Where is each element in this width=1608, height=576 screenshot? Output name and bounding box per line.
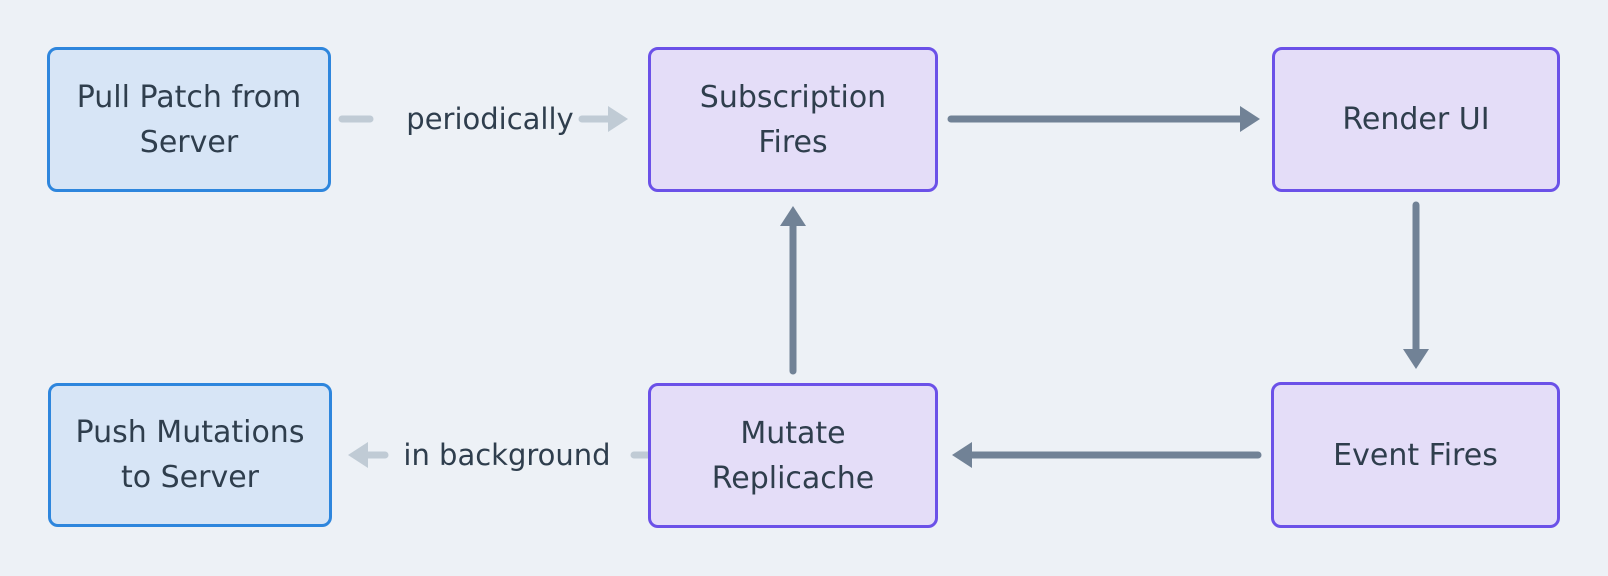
node-label: Mutate Replicache [711,415,875,496]
node-event-fires: Event Fires [1271,382,1560,528]
node-subscription-fires: Subscription Fires [648,47,938,192]
node-push-mutations-to-server: Push Mutations to Server [48,383,332,527]
node-label: Push Mutations to Server [75,415,305,495]
node-label: Render UI [1342,102,1490,137]
node-label: Pull Patch from Server [76,79,302,160]
node-label: Event Fires [1333,437,1498,473]
edge-label-periodically: periodically [406,102,574,136]
node-label: Subscription Fires [699,79,887,160]
node-pull-patch-from-server: Pull Patch from Server [47,47,331,192]
edge-label-in-background: in background [403,438,611,472]
node-render-ui: Render UI [1272,47,1560,192]
node-mutate-replicache: Mutate Replicache [648,383,938,528]
